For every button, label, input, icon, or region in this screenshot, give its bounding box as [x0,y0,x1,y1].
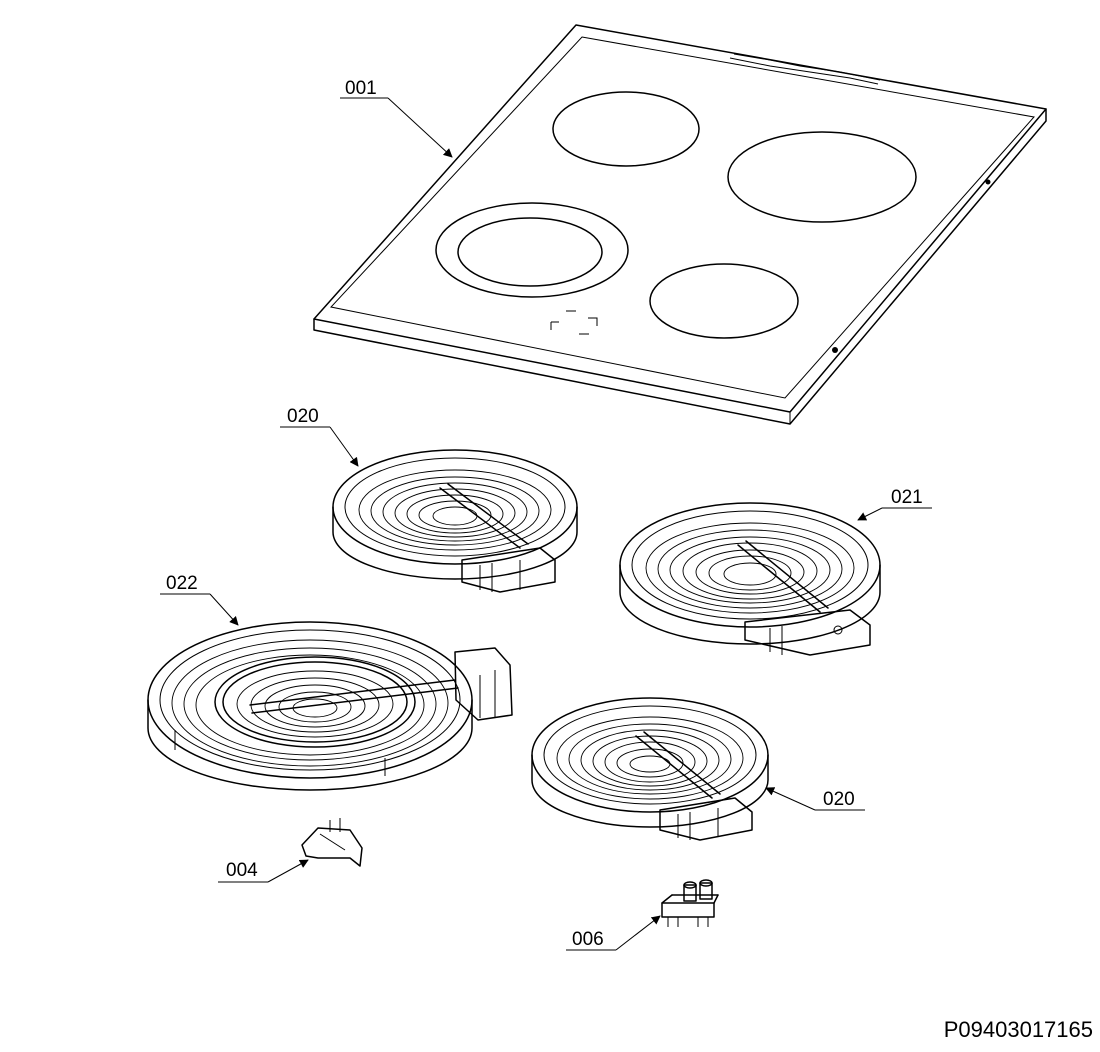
callout-006: 006 [566,915,661,951]
heating-zone-front-right [531,697,769,841]
callout-020-top: 020 [280,406,359,467]
callout-label-001: 001 [345,78,377,99]
hob-glass-panel [313,24,1047,425]
callout-020-bottom: 020 [765,787,865,811]
diagram-code: P09403017165 [944,1017,1093,1042]
callout-021: 021 [857,487,932,521]
heating-zone-rear-left [332,449,578,593]
heating-zone-front-left-dual [147,621,513,791]
callout-label-006: 006 [572,929,604,950]
heating-zone-rear-right [619,502,881,656]
callout-label-022: 022 [166,573,198,594]
callout-label-020-bottom: 020 [823,789,855,810]
connector-part [661,879,719,927]
callout-022: 022 [160,573,239,626]
clip-part [301,818,363,867]
callout-label-021: 021 [891,487,923,508]
callout-label-004: 004 [226,860,258,881]
callout-label-020-top: 020 [287,406,319,427]
callout-004: 004 [218,859,309,883]
callout-001: 001 [340,78,453,158]
